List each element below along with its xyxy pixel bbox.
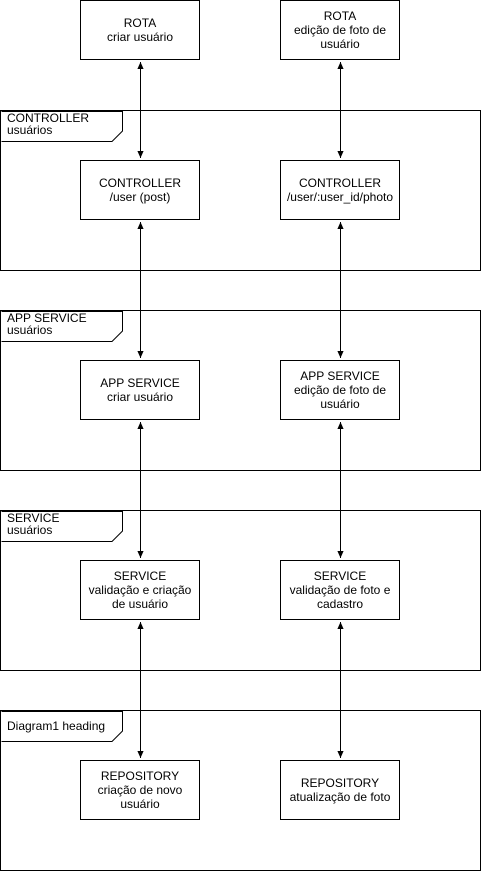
- node-appservice-foto: APP SERVICE edição de foto de usuário: [280, 360, 400, 420]
- node-service-criar: SERVICE validação e criação de usuário: [80, 560, 200, 620]
- node-line: validação de foto e: [289, 583, 391, 597]
- node-repository-criar: REPOSITORY criação de novo usuário: [80, 760, 200, 820]
- node-controller-photo: CONTROLLER /user/:user_id/photo: [280, 160, 400, 220]
- frame-tab: CONTROLLER usuários: [1, 111, 123, 142]
- node-title: SERVICE: [113, 569, 167, 583]
- node-title: REPOSITORY: [100, 769, 180, 783]
- node-title: REPOSITORY: [300, 776, 380, 790]
- frame-title: CONTROLLER: [7, 111, 90, 125]
- node-title: APP SERVICE: [300, 369, 380, 383]
- node-line: /user (post): [109, 190, 171, 204]
- node-line: atualização de foto: [289, 790, 391, 804]
- node-controller-post: CONTROLLER /user (post): [80, 160, 200, 220]
- frame-subtitle: usuários: [7, 123, 53, 137]
- frame-tab: SERVICE usuários: [1, 511, 123, 542]
- node-line: usuário: [320, 397, 360, 411]
- node-appservice-criar: APP SERVICE criar usuário: [80, 360, 200, 420]
- frame-title: Diagram1 heading: [7, 719, 106, 733]
- frame-title: APP SERVICE: [7, 311, 87, 325]
- node-line: edição de foto de: [293, 383, 387, 397]
- frame-subtitle: usuários: [7, 523, 53, 537]
- node-title: CONTROLLER: [298, 176, 381, 190]
- node-line: cadastro: [316, 597, 364, 611]
- node-line: criar usuário: [106, 30, 174, 44]
- node-line: usuário: [320, 37, 360, 51]
- frame-subtitle: usuários: [7, 323, 53, 337]
- frame-title: SERVICE: [7, 511, 60, 525]
- frame-tab: Diagram1 heading: [1, 711, 123, 742]
- frame-tab: APP SERVICE usuários: [1, 311, 123, 342]
- node-line: /user/:user_id/photo: [286, 190, 394, 204]
- node-service-foto: SERVICE validação de foto e cadastro: [280, 560, 400, 620]
- node-repository-foto: REPOSITORY atualização de foto: [280, 760, 400, 820]
- node-line: edição de foto de: [293, 23, 387, 37]
- node-title: ROTA: [323, 9, 357, 23]
- node-line: de usuário: [111, 597, 169, 611]
- node-line: criar usuário: [106, 390, 174, 404]
- node-title: ROTA: [123, 16, 157, 30]
- node-title: SERVICE: [313, 569, 367, 583]
- node-line: criação de novo: [97, 783, 183, 797]
- node-rota-criar-usuario: ROTA criar usuário: [80, 0, 200, 60]
- node-title: CONTROLLER: [98, 176, 181, 190]
- node-line: usuário: [120, 797, 160, 811]
- node-title: APP SERVICE: [100, 376, 180, 390]
- node-rota-edicao-foto: ROTA edição de foto de usuário: [280, 0, 400, 60]
- node-line: validação e criação: [88, 583, 192, 597]
